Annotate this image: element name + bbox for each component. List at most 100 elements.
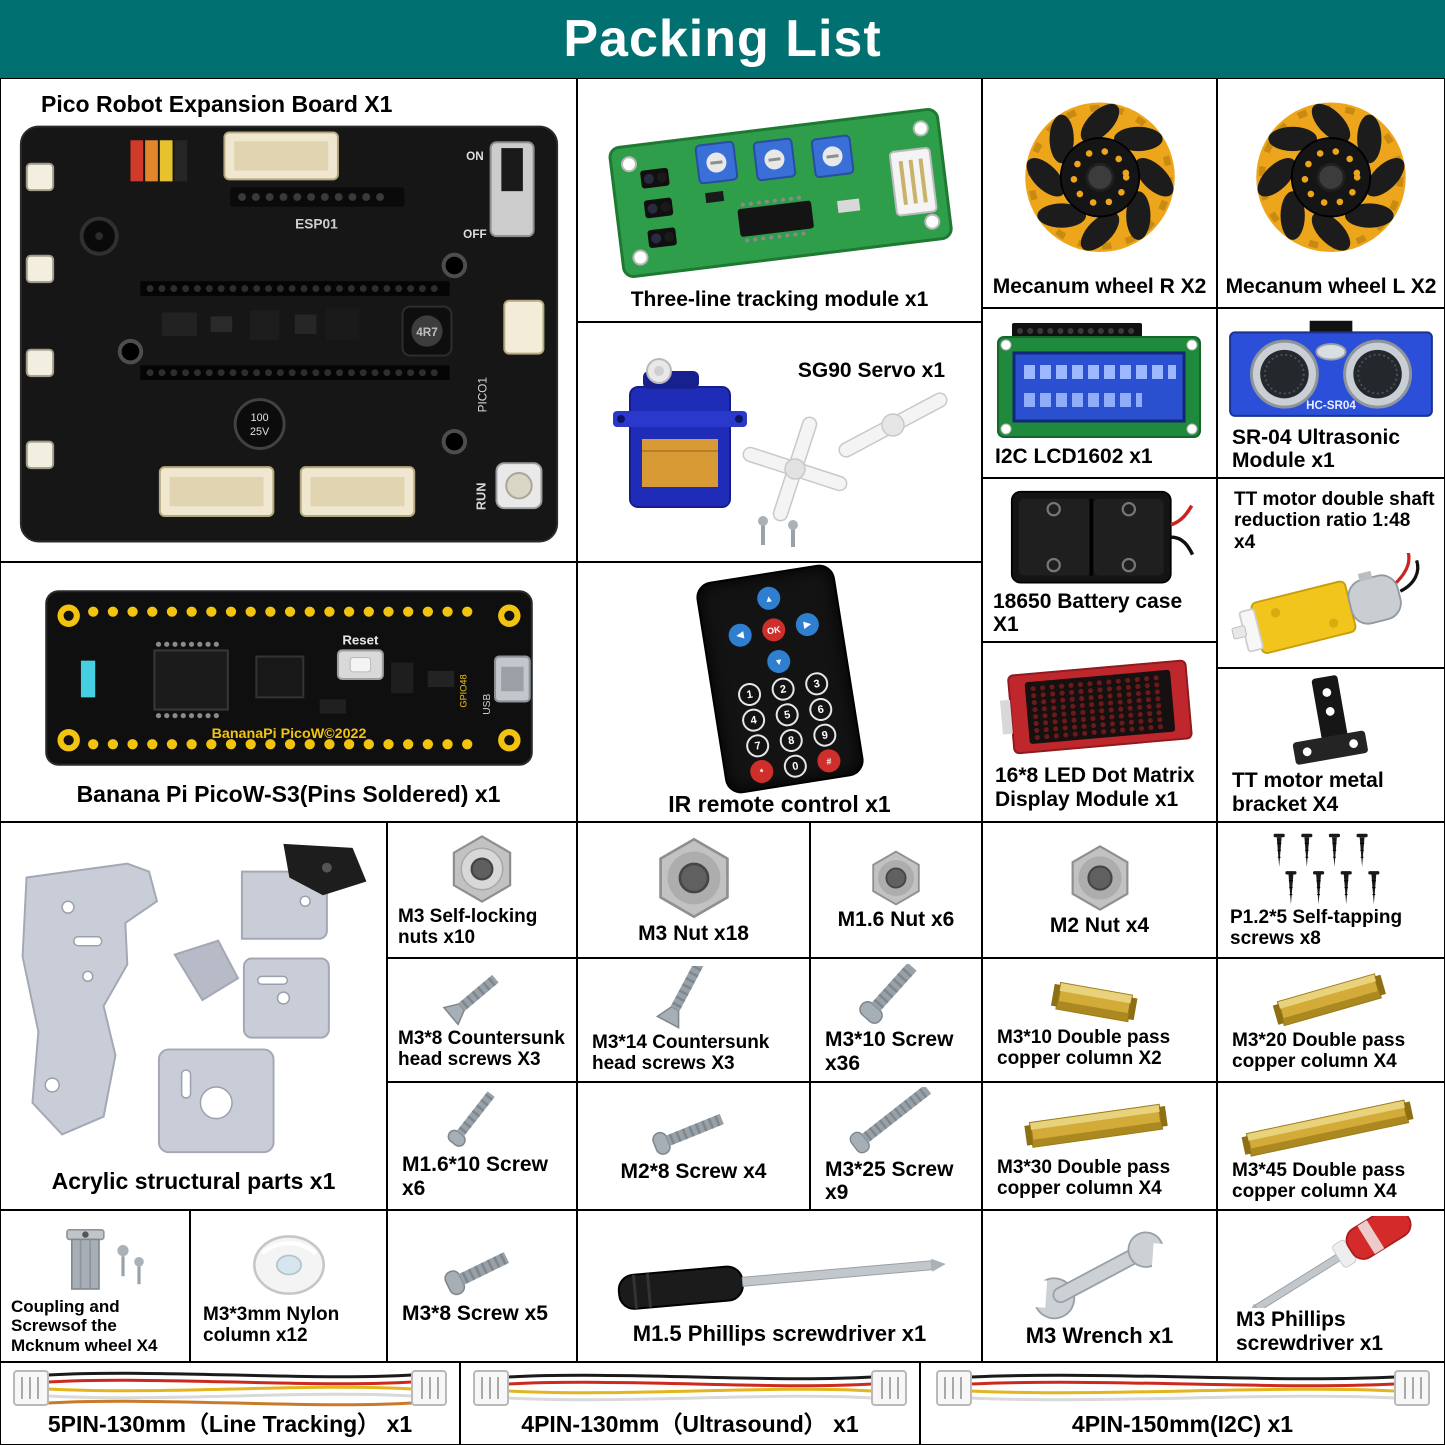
cell-cable-4pin-150: 4PIN-150mm(I2C) x1: [920, 1362, 1445, 1445]
mecanum-wheel-r-label: Mecanum wheel R X2: [992, 275, 1207, 299]
col30-image: [1023, 1103, 1168, 1148]
col30-label: M3*30 Double pass copper column X4: [997, 1156, 1171, 1199]
cell-acrylic-parts: Acrylic structural parts x1: [0, 822, 387, 1210]
svg-text:100: 100: [250, 412, 268, 424]
remote-right-button: ▶: [793, 611, 820, 638]
cell-servo: SG90 Servo x1: [577, 322, 982, 562]
col10-image: [1050, 981, 1137, 1022]
mecanum-wheel-l-image: [1256, 102, 1406, 253]
remote-key-2: 2: [769, 675, 796, 703]
cable-4pin-130-image: [473, 1370, 907, 1406]
m3x8-countersunk-label: M3*8 Countersunk head screws X3: [398, 1027, 565, 1070]
cable-4pin-130-label: 4PIN-130mm（Ultrasound） x1: [521, 1411, 859, 1437]
cell-mecanum-wheel-r: Mecanum wheel R X2: [982, 78, 1217, 308]
cell-m3x8-screw: M3*8 Screw x5: [387, 1210, 577, 1362]
m2x8-screw-label: M2*8 Screw x4: [620, 1160, 767, 1184]
cell-mecanum-wheel-l: Mecanum wheel L X2: [1217, 78, 1445, 308]
cell-tapping-screws: P1.2*5 Self-tapping screws x8: [1217, 822, 1445, 958]
m2x8-screw-image: [651, 1114, 724, 1155]
battery-case-label: 18650 Battery case X1: [993, 589, 1183, 637]
tracking-module-image: [608, 108, 953, 279]
svg-text:Reset: Reset: [342, 632, 379, 647]
cell-expansion-board: Pico Robot Expansion Board X1 ESP01 ON O…: [0, 78, 577, 562]
cell-lcd1602: I2C LCD1602 x1: [982, 308, 1217, 478]
svg-text:PICO1: PICO1: [476, 377, 489, 412]
m16-nut-image: [872, 850, 920, 906]
m3-nut-label: M3 Nut x18: [638, 922, 749, 946]
screwdriver-m3-label: M3 Phillips screwdriver x1: [1236, 1308, 1384, 1355]
banana-pi-image: Reset USB GPIO48 BananaPi PicoW©2022: [44, 590, 533, 766]
m2-nut-image: [1071, 845, 1128, 912]
header-bar: Packing List: [0, 0, 1445, 78]
ir-remote-label: IR remote control x1: [668, 791, 891, 818]
expansion-board-image: ESP01 ON OFF 4R7 100 25V PICO1: [19, 125, 558, 543]
remote-key-5: 5: [773, 701, 800, 728]
cell-m16x10-screw: M1.6*10 Screw x6: [387, 1082, 577, 1210]
remote-down-button: ▼: [765, 648, 792, 675]
remote-key-9: 9: [811, 722, 838, 749]
locknut-label: M3 Self-locking nuts x10: [398, 905, 538, 948]
remote-key-0: 0: [781, 753, 808, 780]
cell-screwdriver-m3: M3 Phillips screwdriver x1: [1217, 1210, 1445, 1362]
cell-battery-case: 18650 Battery case X1: [982, 478, 1217, 642]
m16x10-screw-label: M1.6*10 Screw x6: [402, 1153, 548, 1200]
lcd1602-label: I2C LCD1602 x1: [995, 445, 1153, 469]
ir-remote-body: ▲ ◀ OK ▶ ▼ 1 2 3 4 5 6 7 8 9 * 0 #: [693, 563, 866, 796]
m3-nut-image: [658, 837, 729, 919]
ir-remote-image: ▲ ◀ OK ▶ ▼ 1 2 3 4 5 6 7 8 9 * 0 #: [693, 563, 866, 796]
tt-motor-label: TT motor double shaft reduction ratio 1:…: [1234, 489, 1435, 553]
cell-col20: M3*20 Double pass copper column X4: [1217, 958, 1445, 1082]
cell-tracking-module: Three-line tracking module x1: [577, 78, 982, 322]
cell-m3-nut: M3 Nut x18: [577, 822, 810, 958]
tt-motor-image: [1231, 553, 1420, 655]
locknut-image: [452, 834, 512, 903]
wrench-image: [1024, 1231, 1172, 1319]
svg-text:RUN: RUN: [473, 483, 488, 511]
m3x8-screw-image: [444, 1252, 510, 1296]
cable-4pin-150-label: 4PIN-150mm(I2C) x1: [1071, 1411, 1294, 1437]
led-matrix-image: [999, 660, 1193, 755]
col45-label: M3*45 Double pass copper column X4: [1232, 1159, 1406, 1202]
m2-nut-label: M2 Nut x4: [1049, 914, 1150, 938]
cell-m3x10-screw: M3*10 Screw x36: [810, 958, 982, 1082]
cell-banana-pi: Reset USB GPIO48 BananaPi PicoW©2022 Ban…: [0, 562, 577, 822]
remote-left-button: ◀: [726, 622, 753, 649]
acrylic-parts-image: [21, 843, 366, 1154]
battery-case-image: [1010, 490, 1194, 584]
remote-key-4: 4: [739, 706, 767, 734]
svg-text:HC-SR04: HC-SR04: [1306, 399, 1356, 412]
cell-col45: M3*45 Double pass copper column X4: [1217, 1082, 1445, 1210]
lcd1602-image: [997, 323, 1201, 439]
ultrasonic-image: HC-SR04: [1229, 320, 1433, 417]
cell-m3x14-countersunk: M3*14 Countersunk head screws X3: [577, 958, 810, 1082]
coupling-image: [66, 1229, 144, 1290]
m16x10-screw-image: [447, 1091, 495, 1148]
page-title: Packing List: [563, 10, 882, 68]
m3x14-countersunk-label: M3*14 Countersunk head screws X3: [592, 1031, 770, 1074]
col45-image: [1241, 1099, 1414, 1157]
remote-key-7: 7: [744, 732, 771, 759]
m3x10-screw-label: M3*10 Screw x36: [825, 1028, 954, 1075]
remote-star-button: *: [748, 758, 775, 785]
cell-m3x8-countersunk: M3*8 Countersunk head screws X3: [387, 958, 577, 1082]
cell-col30: M3*30 Double pass copper column X4: [982, 1082, 1217, 1210]
tracking-module-label: Three-line tracking module x1: [630, 288, 929, 312]
m3x14-countersunk-image: [655, 965, 706, 1029]
svg-text:4R7: 4R7: [416, 326, 438, 339]
remote-hash-button: #: [815, 747, 842, 775]
m3x8-screw-label: M3*8 Screw x5: [402, 1302, 548, 1326]
col20-image: [1272, 972, 1386, 1026]
banana-pi-label: Banana Pi PicoW-S3(Pins Soldered) x1: [76, 781, 501, 807]
cell-m16-nut: M1.6 Nut x6: [810, 822, 982, 958]
remote-ok-button: OK: [760, 616, 787, 644]
screwdriver-m3-image: [1249, 1216, 1412, 1309]
cable-4pin-150-image: [935, 1370, 1430, 1406]
motor-bracket-label: TT motor metal bracket X4: [1232, 769, 1384, 816]
cell-led-matrix: 16*8 LED Dot Matrix Display Module x1: [982, 642, 1217, 822]
svg-text:ON: ON: [466, 150, 484, 163]
remote-key-1: 1: [735, 681, 763, 708]
svg-text:USB: USB: [481, 694, 492, 715]
cable-5pin-image: [13, 1370, 447, 1407]
m3x10-screw-image: [859, 964, 917, 1025]
